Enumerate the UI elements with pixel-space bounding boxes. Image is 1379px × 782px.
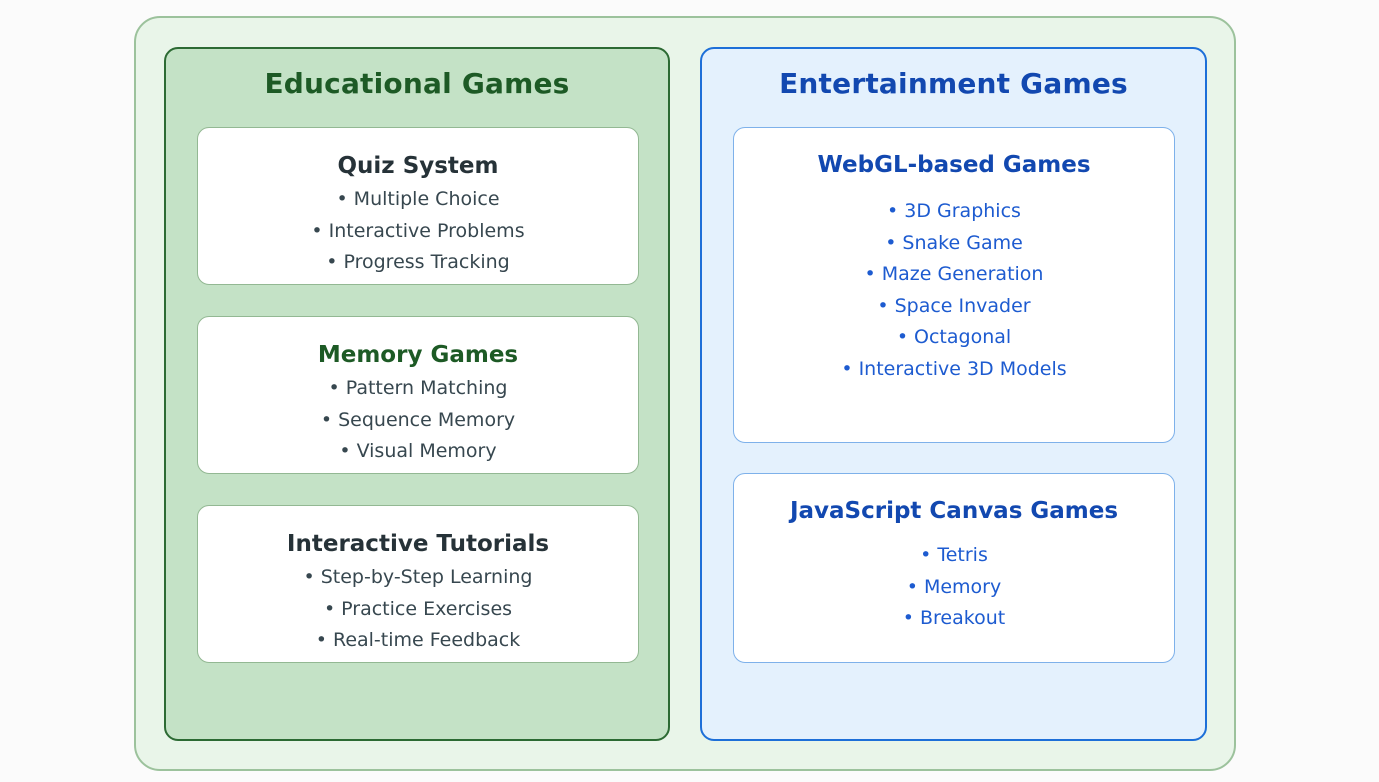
list-item: •Octagonal: [896, 326, 1012, 348]
list-item: •Snake Game: [885, 231, 1023, 254]
list-item: •Space Invader: [877, 294, 1031, 317]
item-list: •Tetris •Memory •Breakout: [734, 540, 1174, 635]
list-item: •Tetris: [920, 544, 988, 566]
item-list: •Pattern Matching •Sequence Memory •Visu…: [198, 373, 638, 468]
interactive-tutorials-card: Interactive Tutorials •Step-by-Step Lear…: [197, 505, 639, 663]
list-item: •Multiple Choice: [336, 188, 500, 210]
list-item: •3D Graphics: [887, 200, 1021, 222]
item-list: •Step-by-Step Learning •Practice Exercis…: [198, 562, 638, 657]
list-item: •Interactive 3D Models: [841, 357, 1067, 380]
list-item: •Memory: [906, 575, 1002, 598]
list-item: •Real-time Feedback: [315, 629, 521, 651]
list-item: •Pattern Matching: [328, 377, 508, 399]
entertainment-games-title: Entertainment Games: [779, 67, 1128, 100]
list-item: •Sequence Memory: [320, 408, 516, 431]
educational-games-title: Educational Games: [264, 67, 570, 100]
item-list: •3D Graphics •Snake Game •Maze Generatio…: [734, 196, 1174, 385]
list-item: •Maze Generation: [864, 263, 1044, 285]
card-title: JavaScript Canvas Games: [789, 498, 1119, 524]
item-list: •Multiple Choice •Interactive Problems •…: [198, 184, 638, 279]
list-item: •Visual Memory: [339, 440, 497, 462]
list-item: •Progress Tracking: [326, 251, 510, 273]
card-title: Quiz System: [337, 153, 499, 179]
webgl-games-card: WebGL-based Games •3D Graphics •Snake Ga…: [733, 127, 1175, 443]
list-item: •Interactive Problems: [311, 219, 525, 242]
list-item: •Breakout: [902, 607, 1006, 629]
memory-games-card: Memory Games •Pattern Matching •Sequence…: [197, 316, 639, 474]
javascript-canvas-games-card: JavaScript Canvas Games •Tetris •Memory …: [733, 473, 1175, 663]
card-title: WebGL-based Games: [817, 152, 1091, 178]
card-title: Interactive Tutorials: [286, 531, 550, 557]
quiz-system-card: Quiz System •Multiple Choice •Interactiv…: [197, 127, 639, 285]
list-item: •Practice Exercises: [323, 597, 513, 620]
list-item: •Step-by-Step Learning: [303, 566, 533, 588]
card-title: Memory Games: [317, 342, 519, 368]
entertainment-games-panel: Entertainment Games WebGL-based Games •3…: [700, 47, 1207, 741]
educational-games-panel: Educational Games Quiz System •Multiple …: [164, 47, 670, 741]
